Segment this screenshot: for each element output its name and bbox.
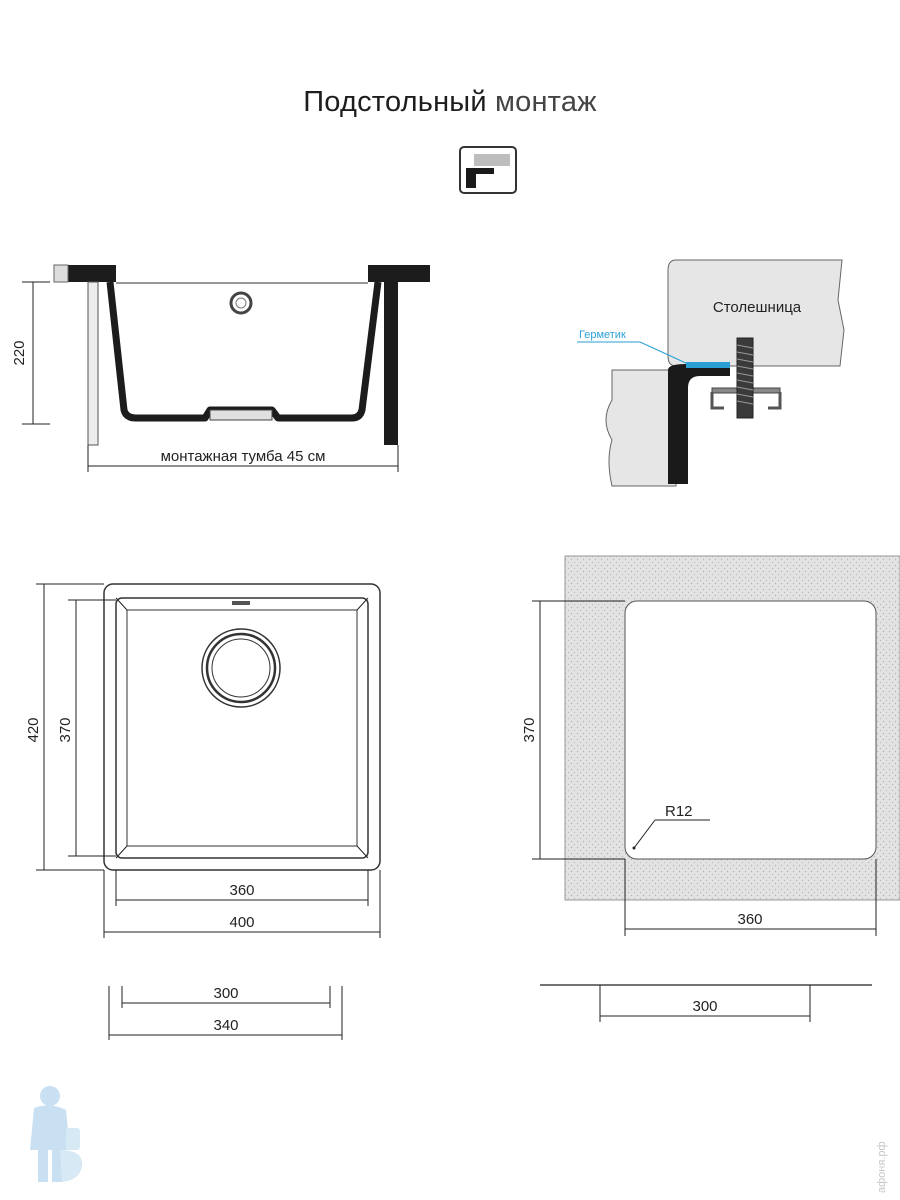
plumber-logo — [30, 1086, 83, 1182]
side-height-label: 220 — [11, 340, 28, 365]
cutout-opening — [624, 600, 877, 860]
radius-label: R12 — [665, 803, 693, 820]
cabinet-wall-left — [87, 281, 99, 446]
sealant-label: Герметик — [579, 329, 626, 341]
title-part-1: Подстольный — [303, 86, 487, 118]
cutout-base-label: 300 — [692, 998, 717, 1015]
countertop-block — [667, 259, 845, 367]
undermount-icon — [459, 146, 517, 194]
page-title: Подстольный монтаж — [0, 86, 900, 119]
cutout-width-label: 360 — [737, 911, 762, 928]
cabinet-side-block — [605, 369, 677, 487]
countertop-label: Столешница — [713, 299, 802, 316]
outer-height-label: 420 — [25, 717, 42, 742]
cabinet-width-label: монтажная тумба 45 см — [161, 448, 326, 465]
watermark-text: афоня.рф — [876, 1141, 888, 1193]
mounting-detail-view: Столешница Герметик — [577, 259, 845, 487]
countertop-left — [54, 265, 116, 282]
outer-width-label: 400 — [229, 914, 254, 931]
title-part-2: монтаж — [495, 86, 597, 118]
sealant-strip — [686, 362, 730, 368]
base-outer-label: 340 — [213, 1017, 238, 1034]
drain-outlet — [209, 409, 273, 421]
cabinet-wall-right — [384, 282, 398, 445]
cutout-height-label: 370 — [521, 717, 538, 742]
base-inner-label: 300 — [213, 985, 238, 1002]
mounting-screw — [736, 337, 754, 419]
sink-rim-section — [668, 364, 730, 484]
mounting-clip — [710, 392, 782, 410]
countertop-right — [368, 265, 430, 282]
cutout-template-view: 370 R12 360 300 — [521, 555, 900, 1022]
inner-height-label: 370 — [57, 717, 74, 742]
sink-top-view: 420 370 360 400 300 340 — [25, 583, 381, 1040]
side-section-view: 220 монтажная тумба 45 см — [11, 264, 430, 472]
inner-width-label: 360 — [229, 882, 254, 899]
